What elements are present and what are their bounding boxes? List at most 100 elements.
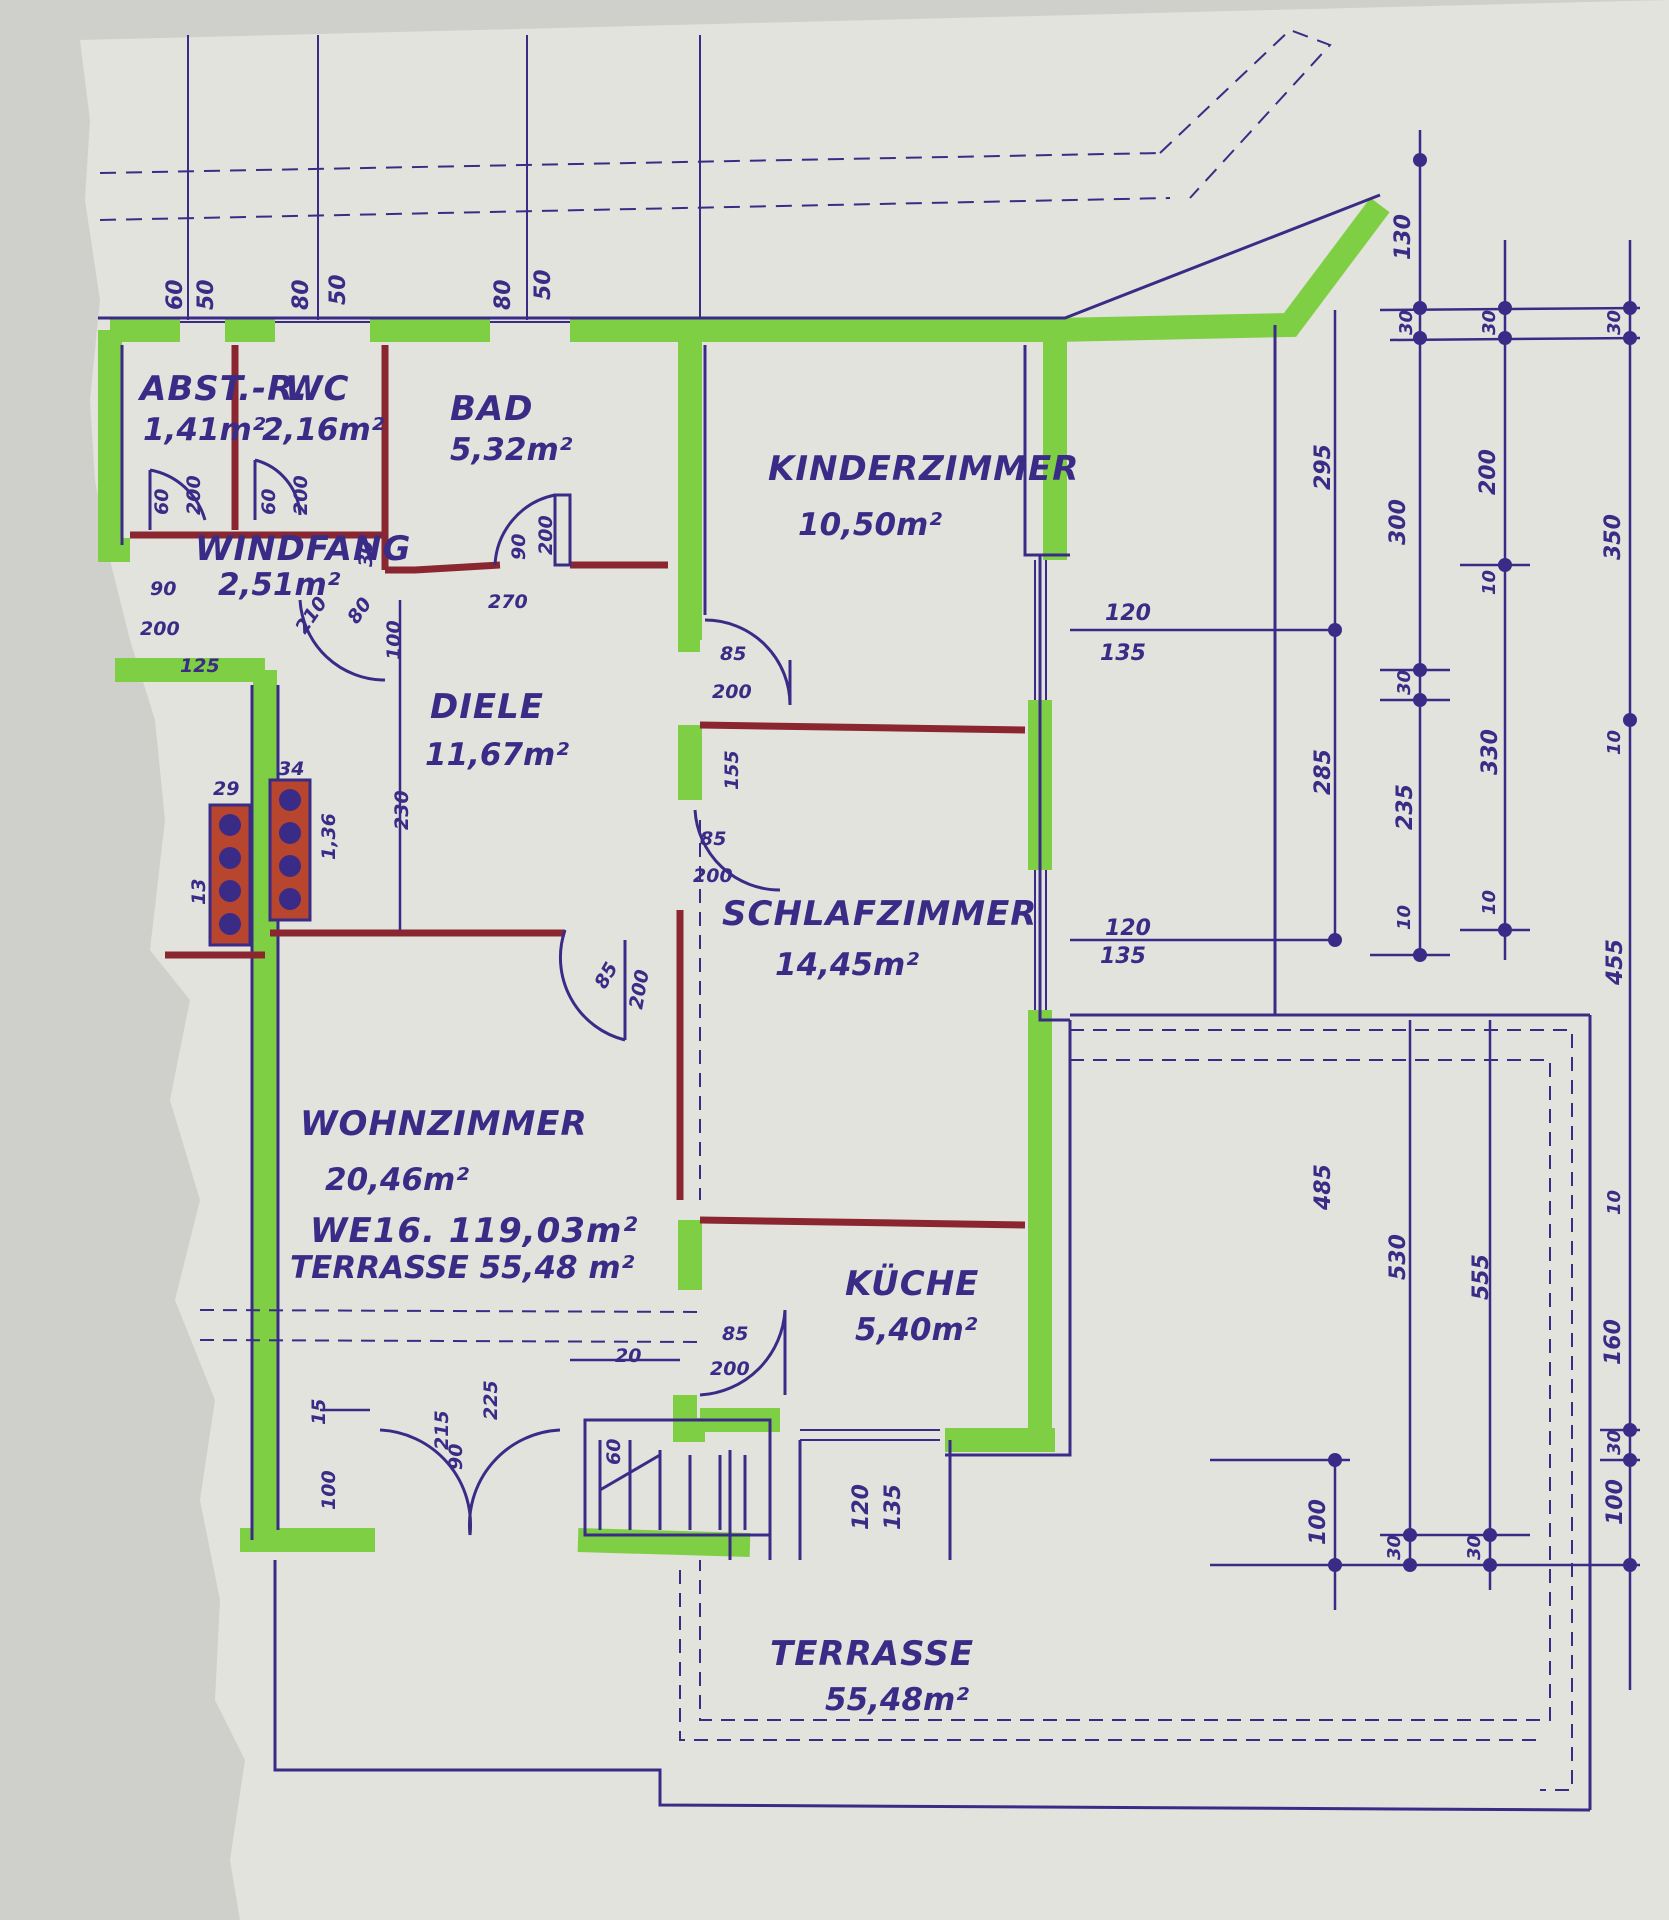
dim-90: 90 [150, 578, 176, 600]
dim-125: 125 [180, 655, 220, 677]
dim-r-30f: 30 [1384, 1535, 1405, 1560]
terrace-outlines [273, 325, 1592, 1812]
windows [180, 321, 1047, 1441]
dim-kueche-85: 85 [722, 1323, 748, 1345]
terrace-total-area: TERRASSE 55,48 m² [290, 1250, 635, 1286]
room-area-wohnzimmer: 20,46m² [325, 1162, 469, 1198]
dim-r-130: 130 [1391, 214, 1416, 260]
dim-top-60a: 60 [163, 279, 188, 310]
dim-r-285: 285 [1311, 749, 1336, 795]
dim-top-50c: 50 [531, 269, 556, 300]
dim-stair-20: 20 [615, 1345, 641, 1367]
dim-win-135b: 135 [1100, 944, 1146, 969]
door-swings [148, 458, 792, 1536]
dim-windfang-30: 30 [355, 541, 377, 567]
dim-stair-60: 60 [603, 1439, 625, 1465]
chimneys [208, 778, 312, 947]
room-name-kinderzimmer: KINDERZIMMER [768, 449, 1079, 489]
dim-top-50a: 50 [194, 279, 219, 310]
unit-total-area: WE16. 119,03m² [310, 1211, 638, 1251]
dim-door-225: 225 [480, 1380, 502, 1420]
dim-top-80c: 80 [491, 279, 516, 310]
dimension-lines [320, 130, 1641, 1690]
dim-chimney-34: 34 [278, 758, 304, 780]
dim-top-80b: 80 [289, 279, 314, 310]
dim-chimney-136: 1,36 [318, 813, 340, 860]
room-area-schlafzimmer: 14,45m² [775, 947, 919, 983]
dim-r-350: 350 [1601, 514, 1626, 560]
dim-r-100b: 100 [1603, 1479, 1628, 1525]
dim-top-50b: 50 [326, 274, 351, 305]
dim-r-160: 160 [1601, 1319, 1626, 1365]
room-area-bad: 5,32m² [450, 432, 573, 468]
dim-schlaf-155: 155 [721, 750, 743, 790]
dim-r-330: 330 [1478, 729, 1503, 775]
paper [80, 0, 1669, 1920]
dim-r-100a: 100 [1306, 1499, 1331, 1545]
dim-schlaf-200: 200 [693, 865, 733, 887]
room-name-diele: DIELE [430, 687, 544, 727]
interior-partitions [130, 345, 1026, 1229]
dim-wc-200: 200 [290, 475, 312, 515]
room-area-abstr: 1,41m² [143, 412, 266, 448]
dim-r-235: 235 [1393, 784, 1418, 830]
room-area-wc: 2,16m² [262, 412, 385, 448]
dim-r-200: 200 [1476, 449, 1501, 495]
dim-r-10d: 10 [1479, 890, 1500, 915]
dim-r-30g: 30 [1464, 1535, 1485, 1560]
room-area-kueche: 5,40m² [855, 1312, 978, 1348]
dim-chimney-13: 13 [188, 879, 210, 905]
dim-win-120b: 120 [1105, 916, 1151, 941]
dim-r-530: 530 [1386, 1234, 1411, 1280]
dim-r-485: 485 [1311, 1164, 1336, 1211]
dim-win-120c: 120 [849, 1484, 874, 1530]
dim-r-30c: 30 [1604, 310, 1625, 335]
room-name-terrasse: TERRASSE [770, 1634, 974, 1674]
dim-r-10a: 10 [1479, 570, 1500, 595]
dim-door-90: 90 [445, 1444, 467, 1470]
dim-kinder-200: 200 [712, 681, 752, 703]
dim-r-30a: 30 [1396, 310, 1417, 335]
dim-r-30b: 30 [1479, 310, 1500, 335]
dim-r-295: 295 [1311, 444, 1336, 490]
room-area-terrasse: 55,48m² [825, 1682, 969, 1718]
dim-wc-60: 60 [258, 489, 280, 515]
dim-kueche-200: 200 [710, 1358, 750, 1380]
dim-win-135c: 135 [881, 1484, 906, 1530]
room-name-wohnzimmer: WOHNZIMMER [300, 1104, 588, 1144]
room-area-diele: 11,67m² [425, 737, 569, 773]
dim-schlaf-85: 85 [700, 828, 726, 850]
dim-abstr-60: 60 [151, 489, 173, 515]
room-name-wc: WC [285, 369, 349, 409]
room-name-abstr: ABST.-R. [137, 369, 309, 409]
staircase [583, 1418, 772, 1537]
dim-bad-200: 200 [535, 515, 557, 555]
dim-bad-90: 90 [508, 534, 530, 560]
room-name-schlafzimmer: SCHLAFZIMMER [722, 894, 1037, 934]
dim-win-135a: 135 [1100, 641, 1146, 666]
dim-bad-270: 270 [488, 591, 528, 613]
dim-r-30d: 30 [1394, 670, 1415, 695]
dim-abstr-200: 200 [183, 475, 205, 515]
dimension-dots [1328, 153, 1637, 1572]
dim-200: 200 [140, 618, 180, 640]
dim-r-10c: 10 [1394, 905, 1415, 930]
dim-left-100: 100 [318, 1470, 340, 1510]
dim-r-300: 300 [1386, 499, 1411, 545]
dim-windfang-100: 100 [383, 620, 405, 660]
room-name-kueche: KÜCHE [845, 1263, 979, 1304]
top-extension-lines [187, 35, 701, 320]
dim-kinder-85: 85 [720, 643, 746, 665]
top-hatch [99, 28, 1332, 221]
dim-diele-230: 230 [391, 790, 413, 830]
room-name-windfang: WINDFANG [195, 529, 411, 569]
dim-stair-15: 15 [308, 1399, 330, 1425]
terrace-dashed [199, 820, 1573, 1791]
dim-r-10b: 10 [1604, 730, 1625, 755]
dim-win-120a: 120 [1105, 601, 1151, 626]
dim-door-215: 215 [431, 1410, 453, 1450]
dim-r-455: 455 [1603, 939, 1628, 986]
dim-chimney-29: 29 [213, 778, 239, 800]
room-area-windfang: 2,51m² [218, 567, 341, 603]
